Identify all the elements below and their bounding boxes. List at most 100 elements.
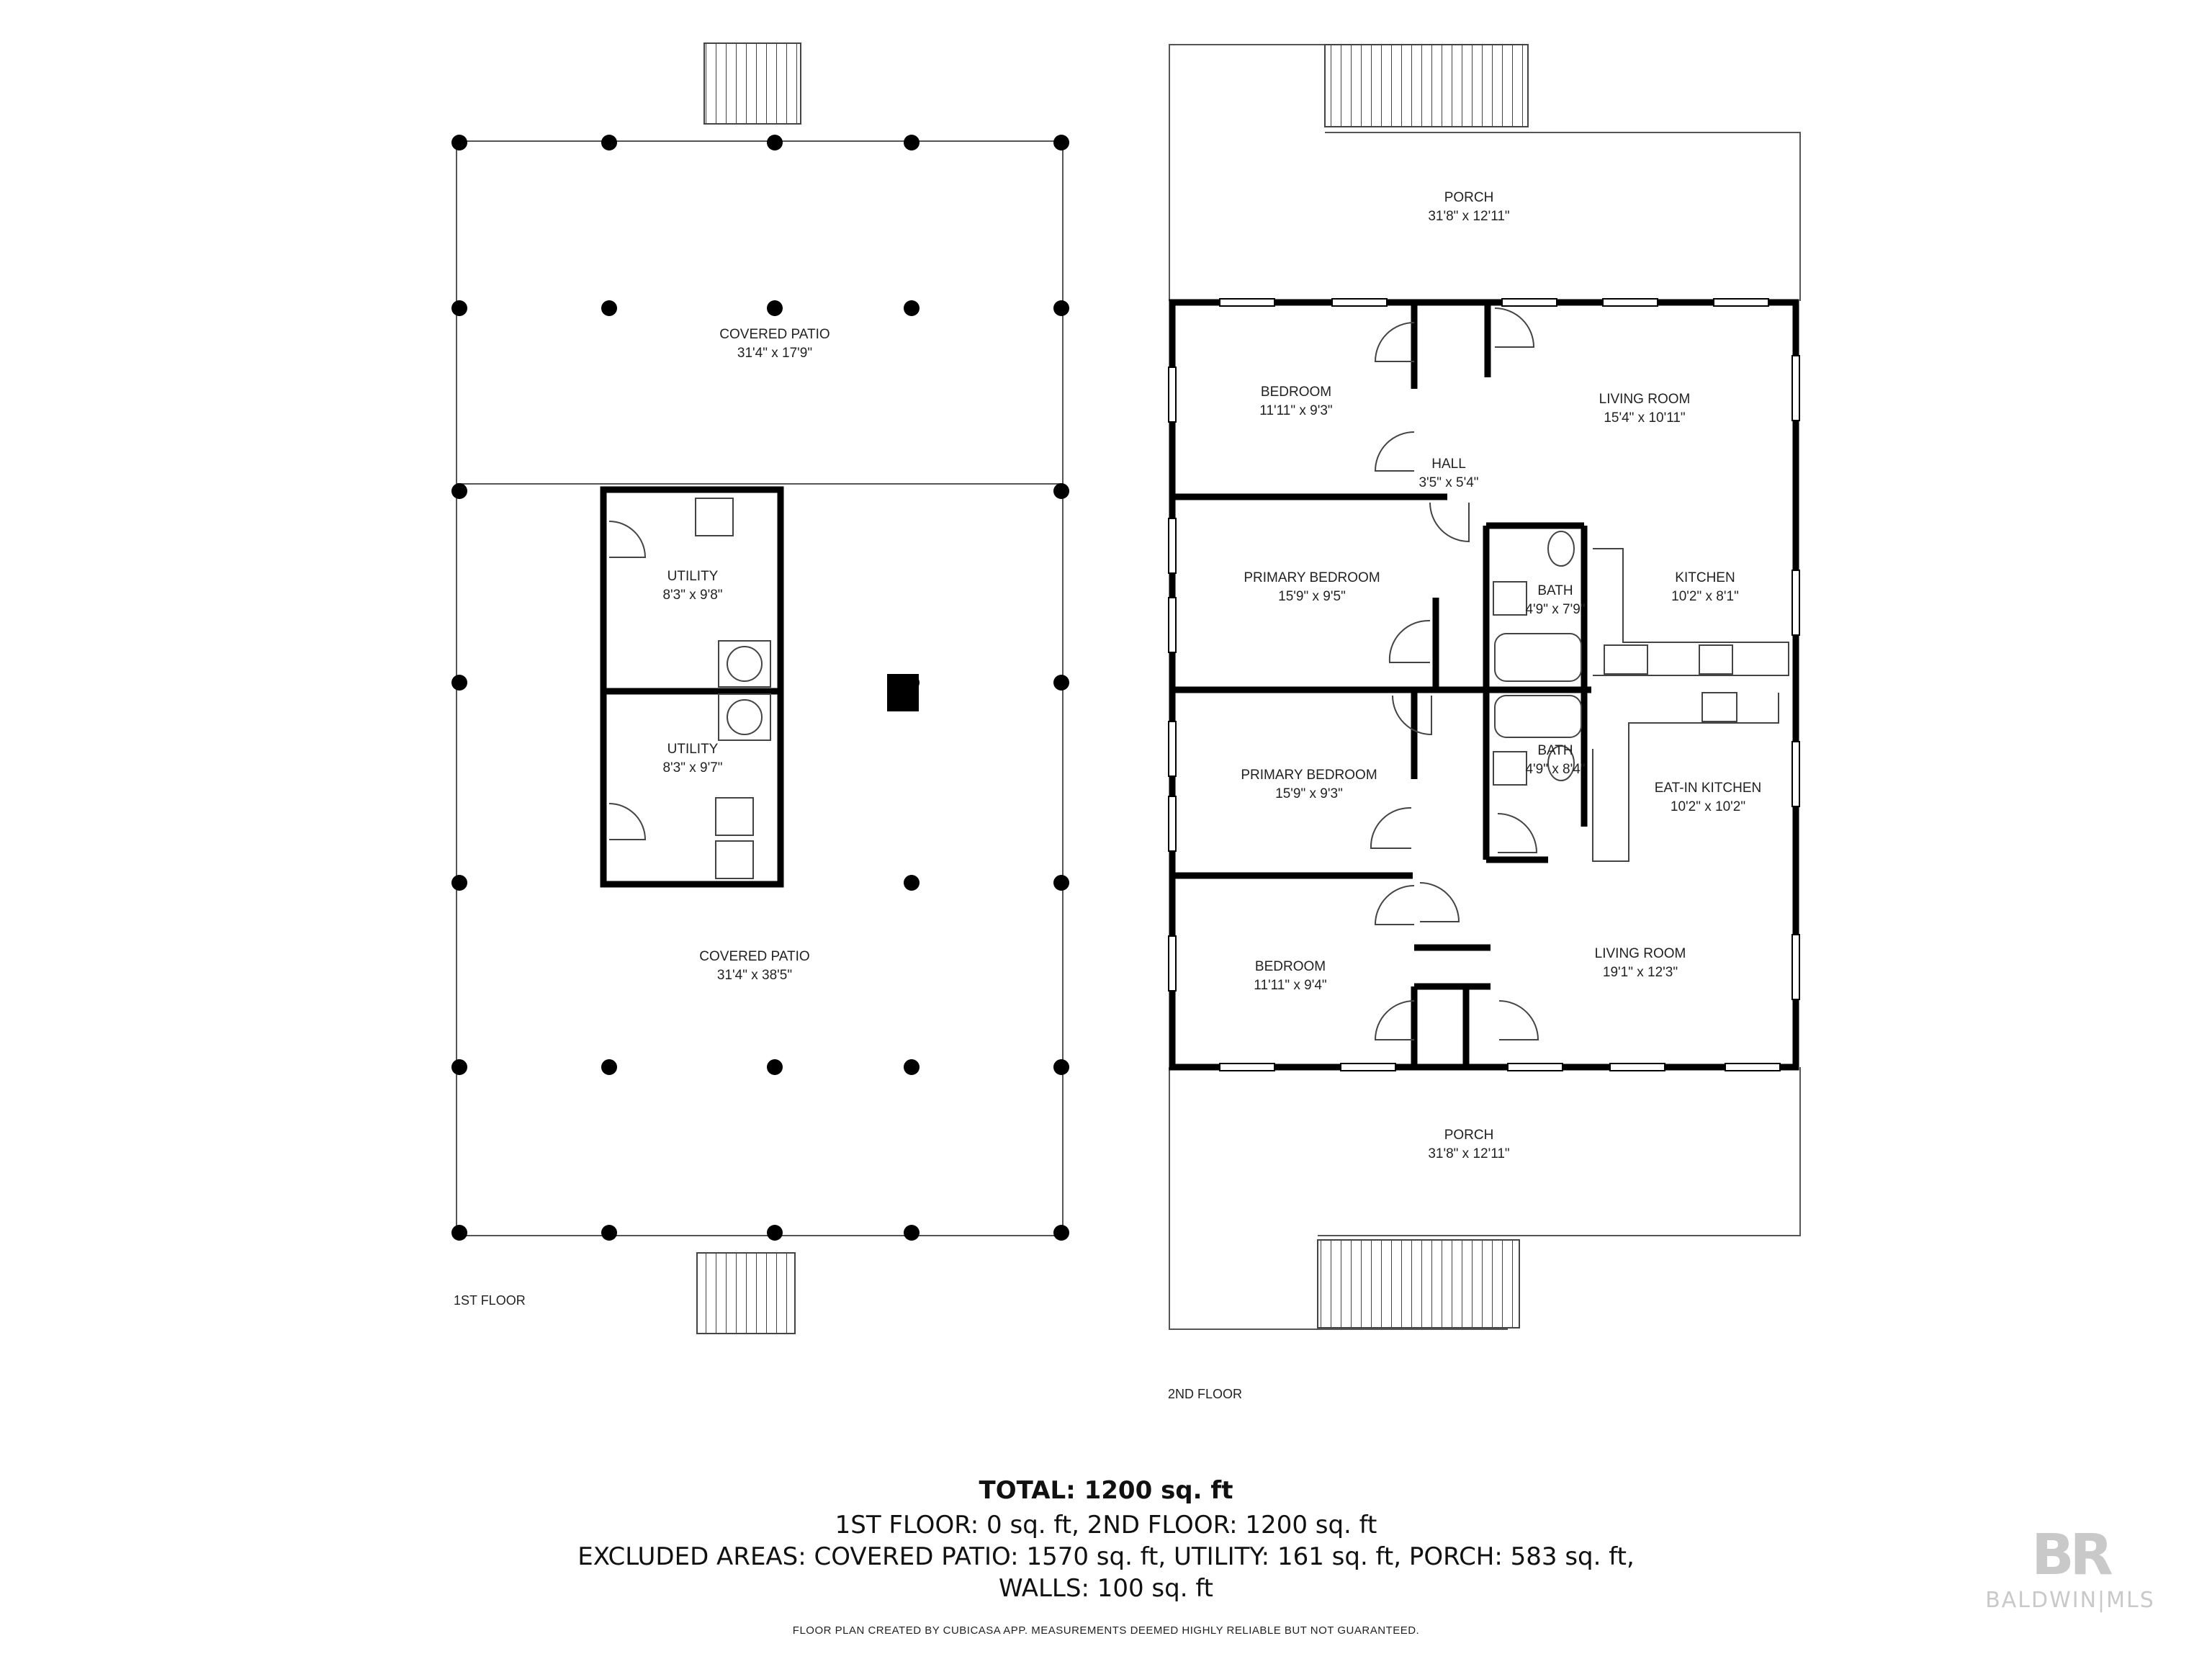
stairs-bottom-second-floor (1317, 1239, 1520, 1328)
floor-label-second: 2ND FLOOR (1168, 1387, 1242, 1401)
room-name-bedroom-bottom: BEDROOM (1255, 959, 1326, 974)
column-post (1053, 1059, 1069, 1075)
room-size-eat-in-kitchen: 10'2" x 10'2" (1671, 799, 1745, 814)
window (1713, 298, 1769, 307)
windows (1168, 298, 1800, 1071)
first-floor: COVERED PATIO 31'4" x 17'9" UTILITY 8'3"… (451, 42, 1069, 1334)
window (1507, 1063, 1563, 1071)
column-post (451, 675, 467, 691)
window (1501, 298, 1557, 307)
column-post (601, 1225, 617, 1241)
room-size-bedroom-top: 11'11" x 9'3" (1259, 403, 1332, 418)
room-size-living-room-top: 15'4" x 10'11" (1604, 410, 1685, 426)
column-post (451, 300, 467, 316)
room-name-primary-bedroom-bottom: PRIMARY BEDROOM (1241, 768, 1377, 783)
stairs-top-first-floor (703, 42, 801, 125)
room-size-utility-1: 8'3" x 9'8" (662, 588, 722, 603)
column-post (451, 483, 467, 499)
column-post (601, 1059, 617, 1075)
room-name-porch-top: PORCH (1444, 190, 1494, 205)
window (1791, 934, 1800, 1000)
room-name-bath-top: BATH (1537, 583, 1573, 598)
room-size-primary-bedroom-top: 15'9" x 9'5" (1278, 589, 1346, 604)
summary-total: TOTAL: 1200 sq. ft (979, 1476, 1233, 1505)
window (1168, 597, 1177, 653)
column-post (767, 1059, 783, 1075)
summary-walls: WALLS: 100 sq. ft (998, 1574, 1214, 1603)
room-name-porch-bottom: PORCH (1444, 1128, 1494, 1143)
summary-excluded-areas: EXCLUDED AREAS: COVERED PATIO: 1570 sq. … (577, 1542, 1635, 1571)
window (1168, 935, 1177, 992)
column-post (767, 135, 783, 150)
bath-and-kitchen-fixtures (1493, 531, 1789, 862)
column-post (767, 1225, 783, 1241)
column-post (1053, 1225, 1069, 1241)
window (1725, 1063, 1781, 1071)
logo-mark: BR (2031, 1523, 2113, 1588)
utility-block (600, 486, 784, 888)
room-size-porch-top: 31'8" x 12'11" (1428, 209, 1509, 224)
column-post (904, 300, 920, 316)
room-name-eat-in-kitchen: EAT-IN KITCHEN (1655, 781, 1762, 796)
baldwin-mls-logo: BR BALDWIN|MLS (1955, 1523, 2185, 1624)
doors (1370, 307, 1539, 1040)
window (1340, 1063, 1396, 1071)
logo-text: BALDWIN|MLS (1985, 1588, 2155, 1613)
room-name-kitchen: KITCHEN (1675, 570, 1735, 585)
window (1609, 1063, 1665, 1071)
summary-floor-areas: 1ST FLOOR: 0 sq. ft, 2ND FLOOR: 1200 sq.… (835, 1511, 1377, 1539)
room-size-hall: 3'5" x 5'4" (1419, 475, 1478, 490)
window (1602, 298, 1658, 307)
stairs-bottom-first-floor (696, 1252, 796, 1334)
column-post (1053, 675, 1069, 691)
column-post (904, 135, 920, 150)
room-size-primary-bedroom-bottom: 15'9" x 9'3" (1275, 786, 1343, 801)
column-post (601, 135, 617, 150)
room-size-bath-top: 4'9" x 7'9" (1525, 602, 1585, 617)
window (1219, 298, 1275, 307)
room-size-utility-2: 8'3" x 9'7" (662, 760, 722, 775)
floor-label-first: 1ST FLOOR (454, 1293, 526, 1308)
room-size-covered-patio-top: 31'4" x 17'9" (737, 346, 812, 361)
room-size-covered-patio-bottom: 31'4" x 38'5" (717, 968, 792, 983)
utility-fixtures (608, 498, 771, 879)
chimney-block (887, 674, 919, 711)
room-name-utility-2: UTILITY (667, 742, 719, 757)
room-name-primary-bedroom-top: PRIMARY BEDROOM (1244, 570, 1380, 585)
room-name-bedroom-top: BEDROOM (1261, 385, 1331, 400)
column-post (904, 875, 920, 891)
walls (1169, 299, 1799, 1071)
column-post (451, 1225, 467, 1241)
room-name-hall: HALL (1431, 457, 1466, 472)
room-size-living-room-bottom: 19'1" x 12'3" (1603, 965, 1678, 980)
window (1791, 355, 1800, 421)
window (1791, 741, 1800, 807)
room-name-utility-1: UTILITY (667, 569, 719, 584)
window (1168, 367, 1177, 423)
room-size-kitchen: 10'2" x 8'1" (1671, 589, 1739, 604)
window (1168, 796, 1177, 852)
column-post (1053, 483, 1069, 499)
column-post (1053, 300, 1069, 316)
porch-bottom-outline (1169, 1067, 1508, 1330)
window (1331, 298, 1388, 307)
column-post (767, 300, 783, 316)
room-name-covered-patio-top: COVERED PATIO (719, 327, 830, 342)
porch-top-outline (1169, 44, 1325, 301)
room-size-bedroom-bottom: 11'11" x 9'4" (1254, 978, 1326, 993)
column-post (1053, 135, 1069, 150)
room-name-living-room-bottom: LIVING ROOM (1595, 946, 1686, 961)
window (1168, 518, 1177, 574)
column-post (451, 875, 467, 891)
stairs-top-second-floor (1324, 44, 1529, 127)
column-post (451, 135, 467, 150)
window (1219, 1063, 1275, 1071)
column-post (1053, 875, 1069, 891)
room-name-bath-bottom: BATH (1537, 743, 1573, 758)
column-post (451, 1059, 467, 1075)
room-name-covered-patio-bottom: COVERED PATIO (699, 949, 809, 964)
room-size-bath-bottom: 4'9" x 8'4" (1525, 762, 1585, 777)
window (1791, 570, 1800, 636)
room-name-living-room-top: LIVING ROOM (1599, 392, 1691, 407)
